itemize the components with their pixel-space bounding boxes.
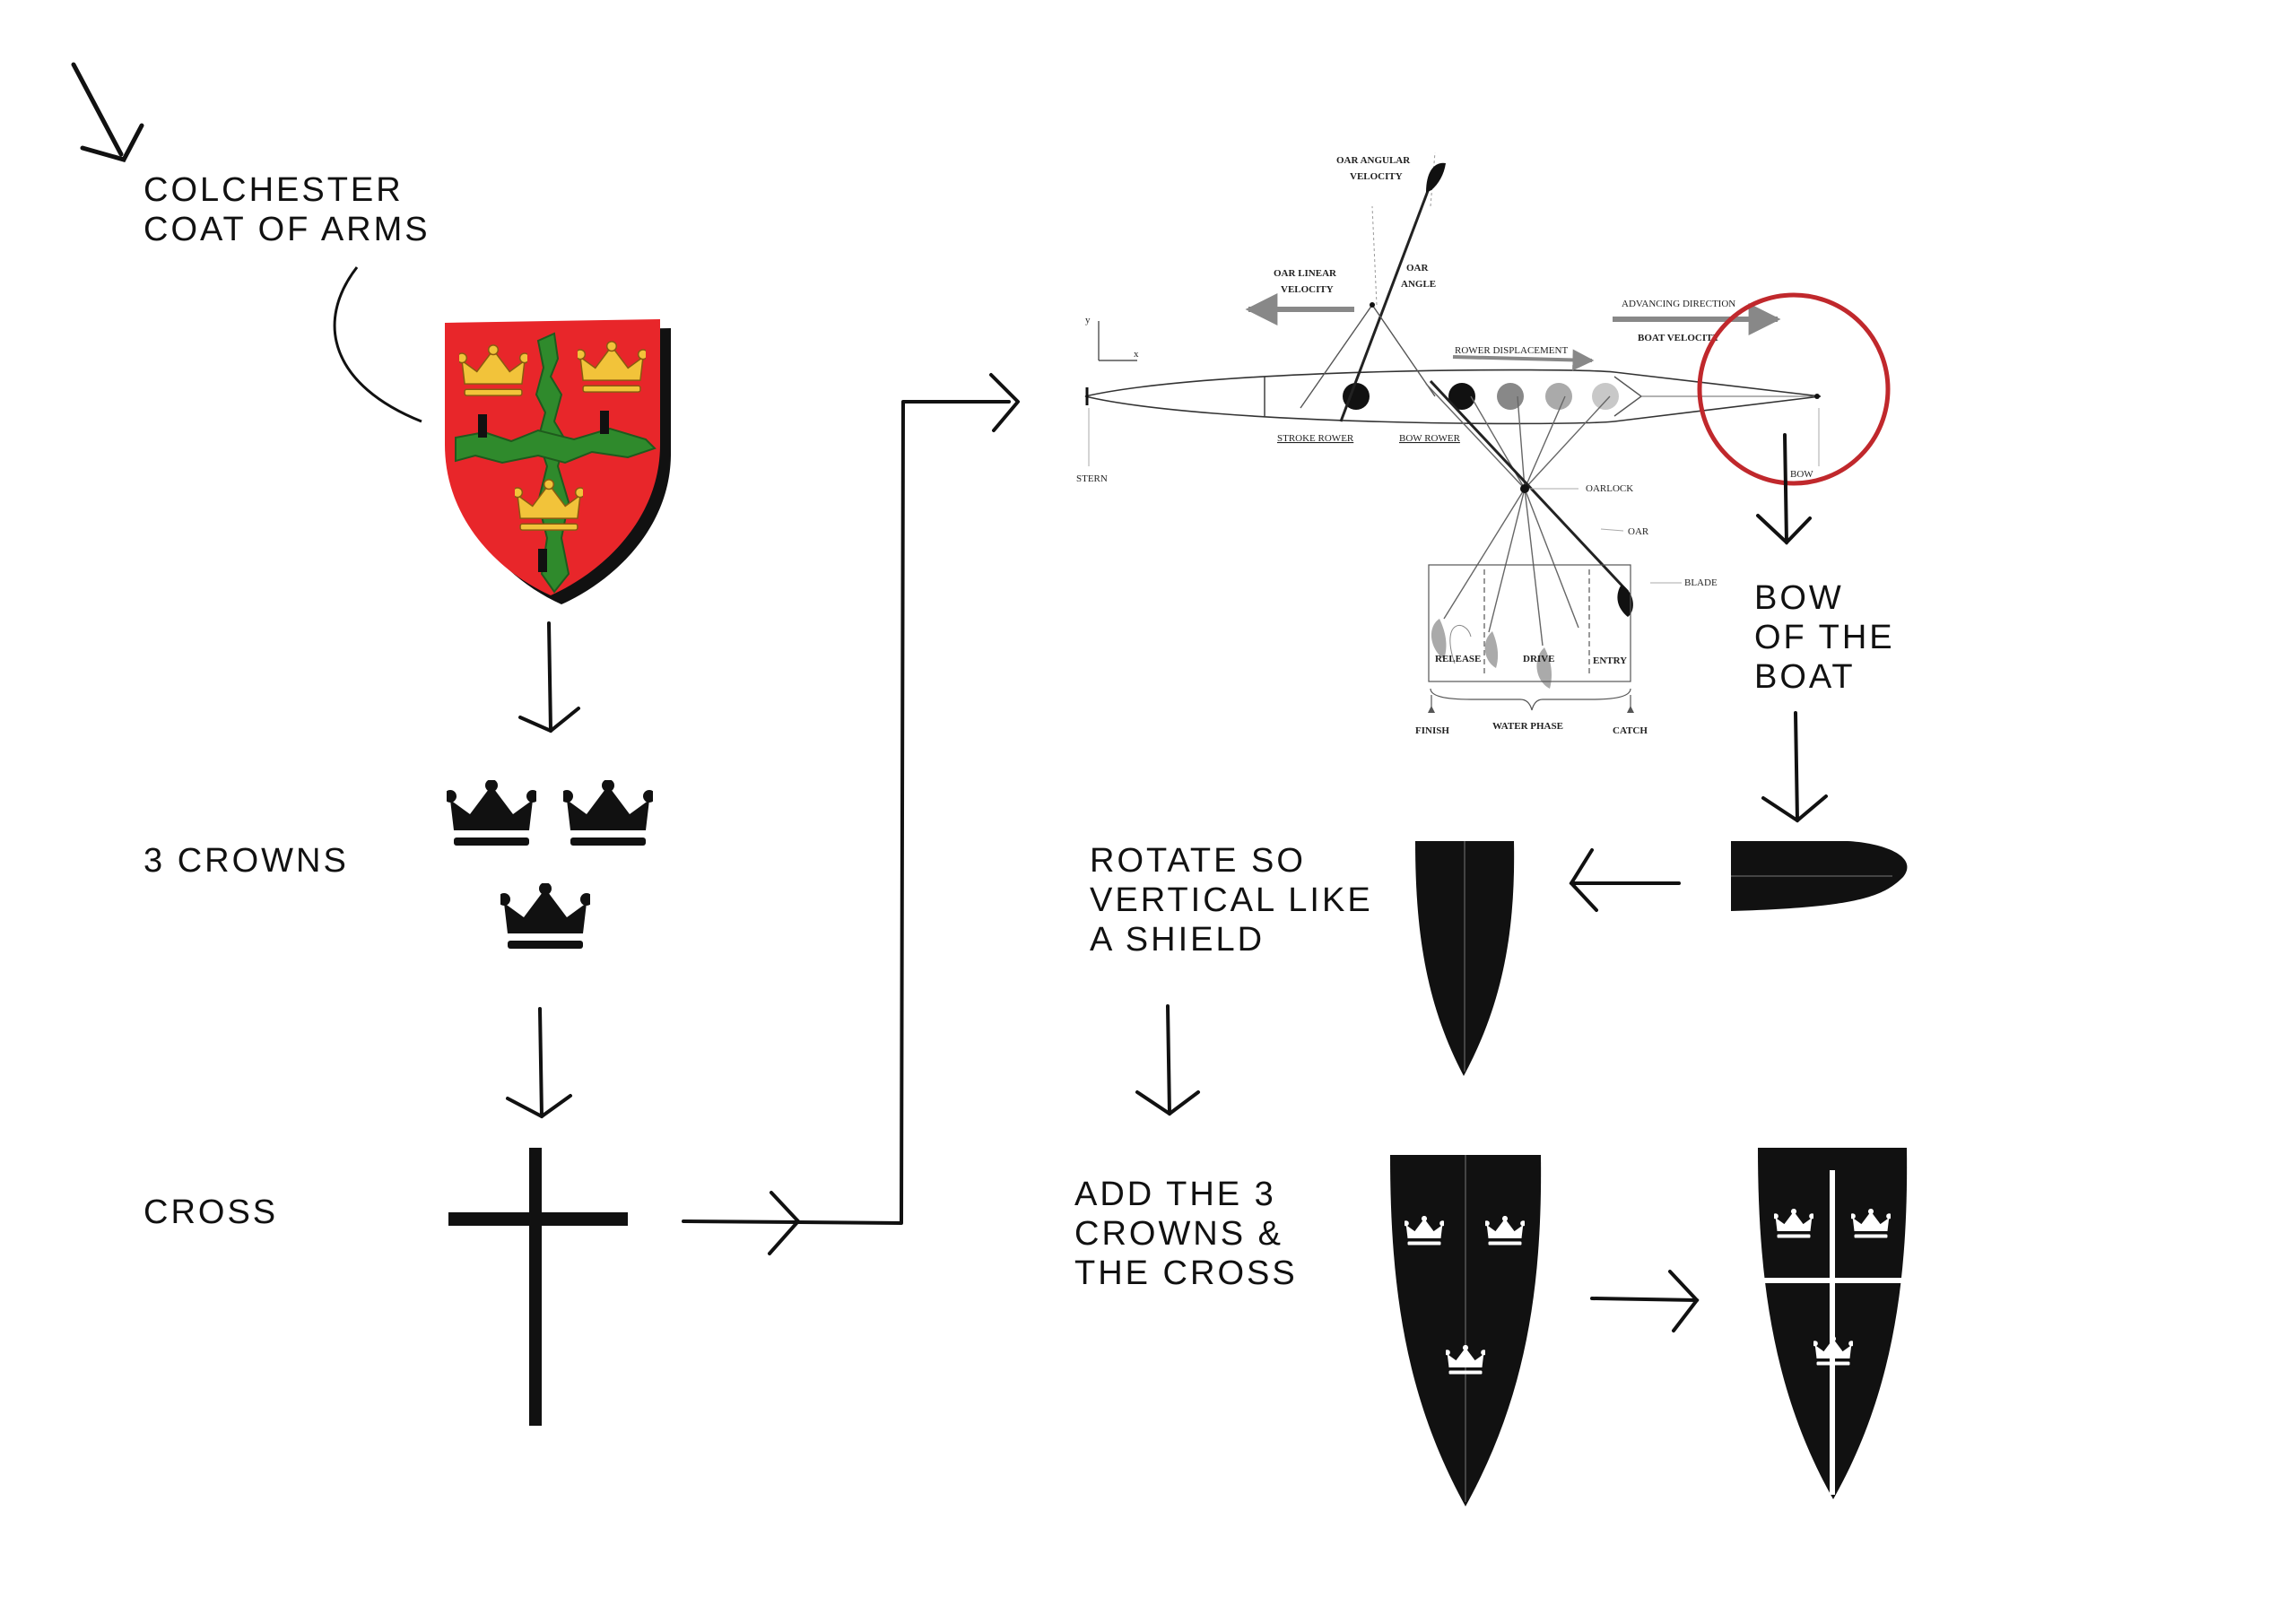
bow-highlight-circle	[1697, 292, 1891, 486]
colchester-coat-of-arms	[445, 319, 671, 604]
arrow-right-final	[1590, 1270, 1700, 1332]
oar-linear-velocity-label: OAR LINEAR	[1274, 268, 1337, 279]
arrow-down-1	[518, 621, 580, 733]
add-crowns-cross-label: ADD THE 3 CROWNS & THE CROSS	[1074, 1176, 1298, 1292]
oar-angle-label: OAR	[1406, 263, 1430, 273]
catch-label: CATCH	[1613, 725, 1648, 736]
arrow-down-4	[1761, 711, 1828, 823]
bow-small-label: BOW	[1790, 469, 1813, 480]
rotate-label: ROTATE SO VERTICAL LIKE A SHIELD	[1090, 842, 1373, 959]
oar-linear-velocity-label-2: VELOCITY	[1281, 284, 1334, 295]
axis-y-label: y	[1085, 315, 1091, 325]
drive-label: DRIVE	[1523, 654, 1554, 664]
bow-shape-horizontal	[1731, 841, 1908, 911]
three-crowns-label: 3 CROWNS	[144, 842, 349, 880]
entry-label: ENTRY	[1593, 655, 1627, 666]
label-connector-line	[333, 266, 422, 423]
oarlock-label: OARLOCK	[1586, 483, 1633, 494]
release-label: RELEASE	[1435, 654, 1481, 664]
arrow-down-3	[1756, 433, 1812, 545]
arrow-down-5	[1135, 1004, 1200, 1116]
oar-label: OAR	[1628, 526, 1649, 537]
arrow-right-elbow	[682, 373, 1020, 1255]
boat-velocity-label: BOAT VELOCITY	[1638, 333, 1719, 343]
vertical-shield-shape	[1415, 841, 1515, 1076]
coat-of-arms-label: COLCHESTER COAT OF ARMS	[144, 171, 430, 248]
shield-with-crowns	[1390, 1155, 1542, 1506]
stroke-rower-label: STROKE ROWER	[1277, 433, 1354, 444]
cross-label: CROSS	[144, 1193, 279, 1231]
bow-rower-label: BOW ROWER	[1399, 433, 1461, 444]
axis-x-label: x	[1134, 349, 1139, 360]
blade-label: BLADE	[1684, 577, 1718, 588]
arrow-left	[1569, 848, 1681, 912]
oar-angle-label-2: ANGLE	[1401, 279, 1436, 290]
final-shield	[1758, 1148, 1908, 1499]
arrow-down-2	[506, 1007, 572, 1119]
oar-angular-velocity-label: OAR ANGULAR	[1336, 155, 1411, 166]
finish-label: FINISH	[1415, 725, 1449, 736]
oar-angular-velocity-label-2: VELOCITY	[1350, 171, 1403, 182]
cross-icon	[448, 1148, 628, 1426]
rower-displacement-label: ROWER DISPLACEMENT	[1455, 345, 1568, 356]
water-phase-label: WATER PHASE	[1492, 721, 1563, 732]
stern-label: STERN	[1076, 473, 1108, 484]
three-crowns-icon	[447, 780, 653, 949]
bow-of-the-boat-label: BOW OF THE BOAT	[1754, 579, 1895, 696]
advancing-direction-label: ADVANCING DIRECTION	[1622, 299, 1735, 309]
rowing-diagram: y x	[1076, 152, 1822, 736]
corner-arrow-icon	[71, 62, 144, 162]
